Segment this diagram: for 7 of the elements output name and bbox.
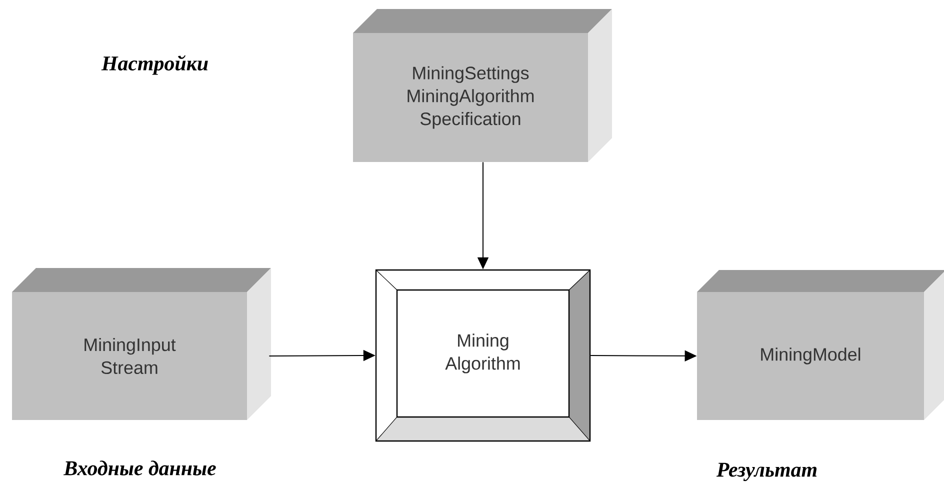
block-box: MiningModel xyxy=(697,270,944,420)
label: Настройки xyxy=(101,55,208,75)
block-box: MiningInput Stream xyxy=(12,268,271,420)
label: Результат xyxy=(716,462,817,482)
label: Входные данные xyxy=(63,460,216,476)
process-frame: Mining Algorithm xyxy=(375,269,591,442)
block-box: MiningSettings MiningAlgorithm Specification xyxy=(353,9,612,162)
